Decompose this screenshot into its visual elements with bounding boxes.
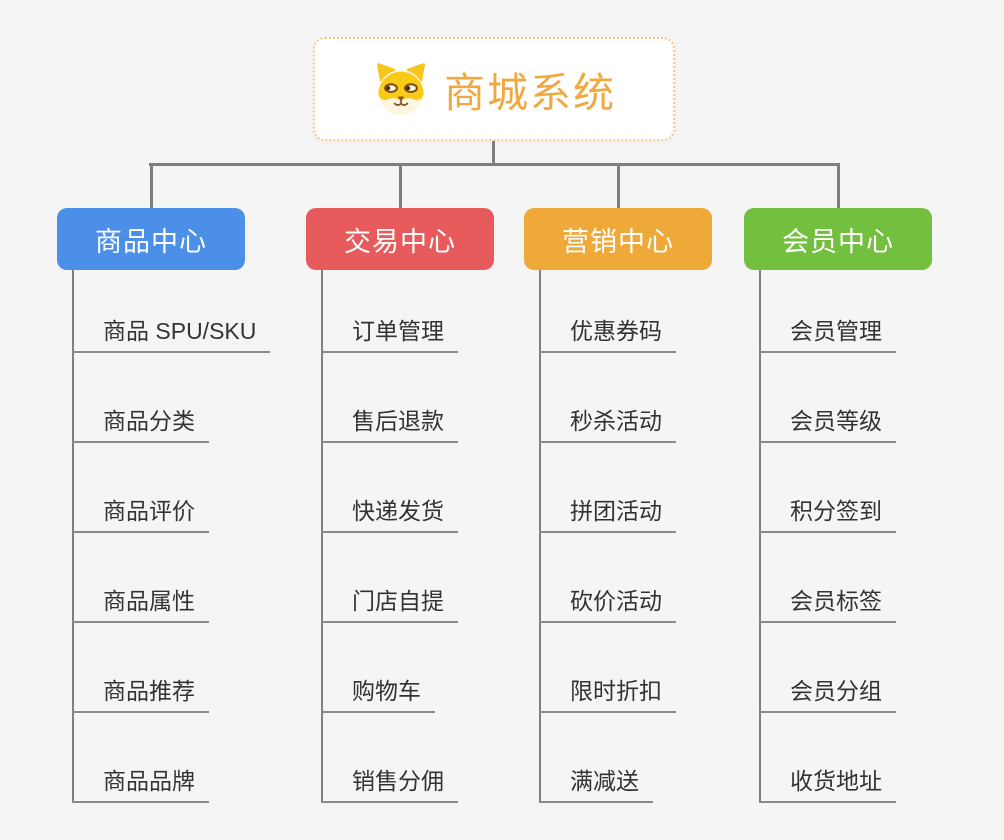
root-node[interactable]: 商城系统 [313,37,675,141]
connector-drop-trade [399,163,402,208]
leaf-node[interactable]: 商品 SPU/SKU [72,318,271,353]
branch-product-center: 商品中心 商品 SPU/SKU 商品分类 商品评价 商品属性 商品推荐 商品品牌 [57,208,271,808]
leaf-node[interactable]: 会员管理 [759,318,896,353]
leaf-node[interactable]: 限时折扣 [539,678,676,713]
leaf-node[interactable]: 优惠券码 [539,318,676,353]
leaf-node[interactable]: 会员等级 [759,408,896,443]
leaf-node[interactable]: 商品分类 [72,408,209,443]
leaf-node[interactable]: 商品评价 [72,498,209,533]
branch-header-marketing-center[interactable]: 营销中心 [524,208,712,270]
connector-horizontal-bus [149,163,840,166]
branch-header-product-center[interactable]: 商品中心 [57,208,245,270]
leaf-node[interactable]: 购物车 [321,678,435,713]
leaf-node[interactable]: 商品属性 [72,588,209,623]
branch-member-center: 会员中心 会员管理 会员等级 积分签到 会员标签 会员分组 收货地址 [744,208,932,808]
leaf-node[interactable]: 会员标签 [759,588,896,623]
branch-marketing-center: 营销中心 优惠券码 秒杀活动 拼团活动 砍价活动 限时折扣 满减送 [524,208,712,808]
shiba-dog-icon [376,63,426,116]
connector-drop-marketing [617,163,620,208]
leaf-node[interactable]: 会员分组 [759,678,896,713]
leaf-node[interactable]: 门店自提 [321,588,458,623]
branch-trade-center: 交易中心 订单管理 售后退款 快递发货 门店自提 购物车 销售分佣 [306,208,494,808]
branch-header-member-center[interactable]: 会员中心 [744,208,932,270]
branch-trunk-line [321,270,323,803]
branch-header-trade-center[interactable]: 交易中心 [306,208,494,270]
branch-trunk-line [759,270,761,803]
leaf-node[interactable]: 满减送 [539,768,653,803]
leaf-node[interactable]: 收货地址 [759,768,896,803]
leaf-node[interactable]: 售后退款 [321,408,458,443]
leaf-node[interactable]: 砍价活动 [539,588,676,623]
connector-drop-product [150,163,153,208]
leaf-node[interactable]: 秒杀活动 [539,408,676,443]
leaf-node[interactable]: 销售分佣 [321,768,458,803]
leaf-node[interactable]: 商品推荐 [72,678,209,713]
leaf-node[interactable]: 拼团活动 [539,498,676,533]
leaf-node[interactable]: 订单管理 [321,318,458,353]
leaf-node[interactable]: 商品品牌 [72,768,209,803]
branch-trunk-line [72,270,74,803]
branch-trunk-line [539,270,541,803]
connector-drop-member [837,163,840,208]
leaf-node[interactable]: 快递发货 [321,498,458,533]
root-title: 商城系统 [444,70,616,116]
leaf-node[interactable]: 积分签到 [759,498,896,533]
connector-root-trunk [492,141,495,163]
